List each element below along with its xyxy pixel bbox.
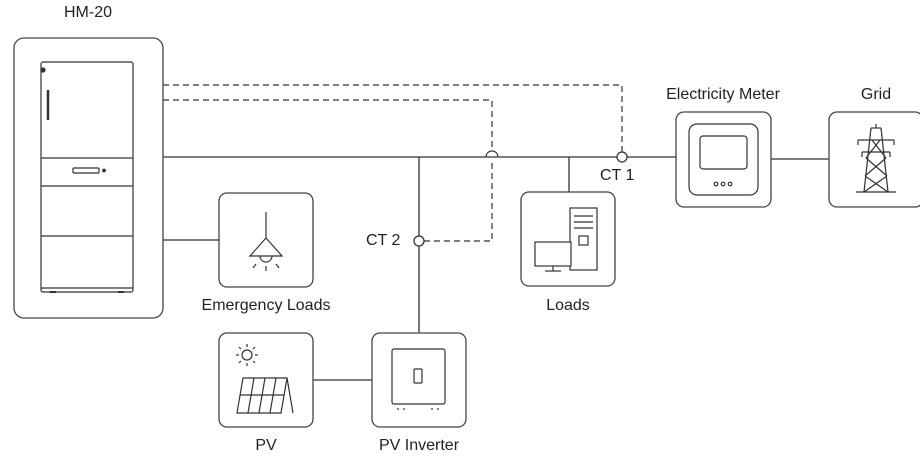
hm20-label: HM-20: [63, 4, 113, 21]
sun-icon: [236, 344, 258, 366]
pv-unit: [218, 332, 314, 428]
ct1-label: CT 1: [600, 167, 635, 184]
inverter-icon: [391, 348, 446, 410]
hm20-box: [13, 37, 164, 319]
desktop-computer-icon: [534, 207, 598, 272]
grid-unit: [828, 111, 920, 208]
loads-unit: [520, 191, 616, 287]
battery-cabinet-icon: [40, 61, 134, 293]
loads-box: [520, 191, 616, 287]
ct2-signal-line-upper: [163, 99, 493, 151]
pv-inverter-label: PV Inverter: [378, 437, 460, 454]
solar-panel-icon: [236, 377, 294, 414]
pv-inverter-unit: [371, 332, 467, 428]
line-crossover: [485, 150, 499, 158]
ct1-sensor: [616, 151, 628, 163]
ct2-sensor: [413, 235, 425, 247]
loads-label: Loads: [546, 297, 590, 314]
emergency-loads-label: Emergency Loads: [201, 297, 331, 314]
hm20-unit: [13, 37, 164, 319]
grid-label: Grid: [860, 86, 892, 103]
pv-inverter-box: [371, 332, 467, 428]
ct1-signal-line: [163, 84, 623, 152]
emergency-loads-box: [218, 192, 314, 288]
ct2-signal-line-lower: [424, 163, 493, 242]
ceiling-lamp-icon: [248, 212, 284, 271]
meter-icon: [688, 123, 759, 196]
power-lines: [163, 156, 829, 381]
electricity-meter-label: Electricity Meter: [666, 86, 780, 103]
transmission-tower-icon: [856, 124, 896, 193]
ct-signal-lines: [163, 84, 623, 242]
electricity-meter-unit: [675, 111, 772, 208]
grid-box: [828, 111, 920, 208]
ct2-label: CT 2: [366, 232, 401, 249]
emergency-loads-unit: [218, 192, 314, 288]
electricity-meter-box: [675, 111, 772, 208]
pv-label: PV: [255, 437, 277, 454]
